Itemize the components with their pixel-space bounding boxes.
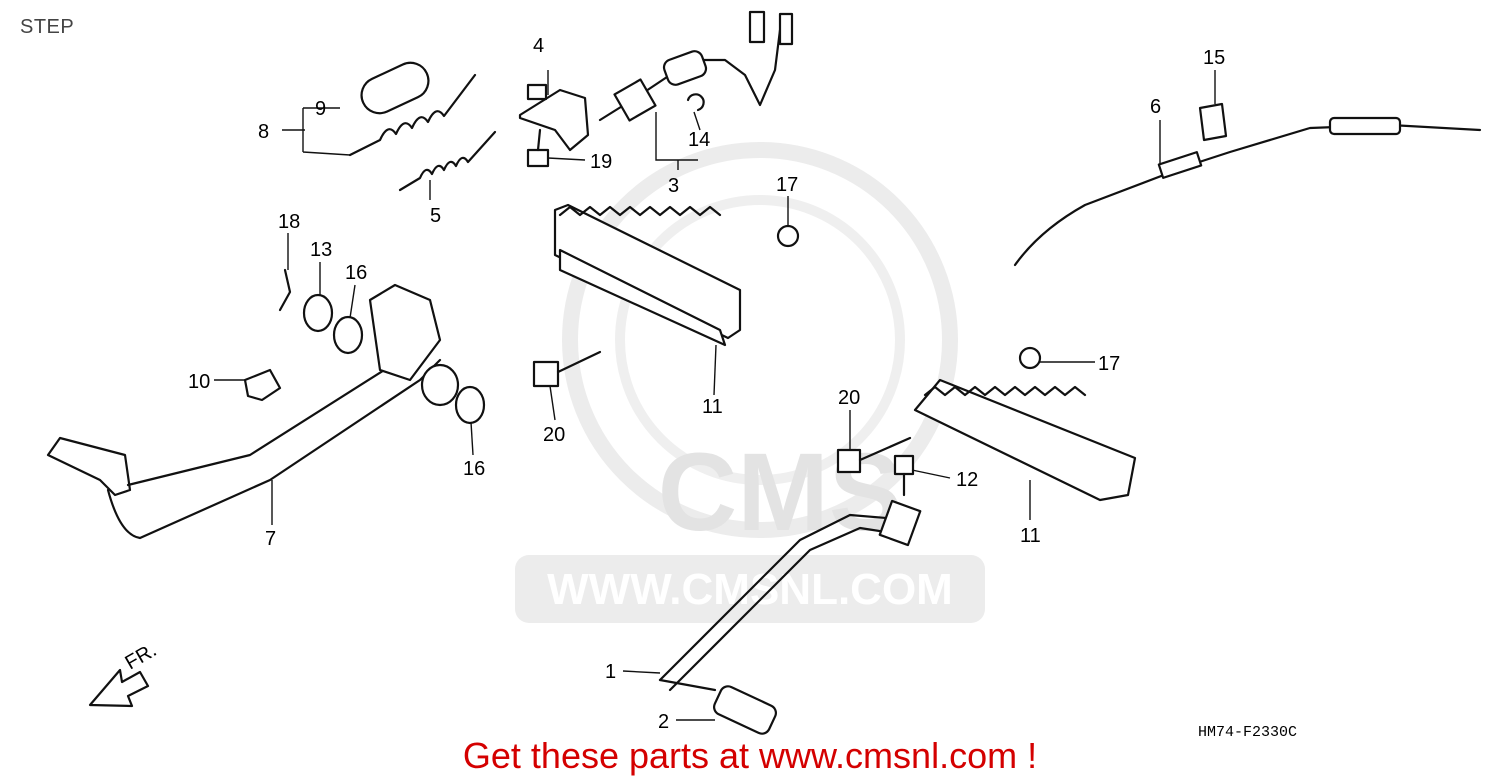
- part-20-bolt-upper: [532, 350, 602, 388]
- part-16-washer-upper: [332, 315, 364, 355]
- part-1-pedal: [658, 499, 922, 692]
- callout-15: 15: [1203, 47, 1225, 69]
- callout-14: 14: [688, 129, 710, 151]
- leader-lines: [214, 70, 1216, 721]
- callout-12: 12: [956, 469, 978, 491]
- callout-18: 18: [278, 211, 300, 233]
- part-15-clamp: [1198, 102, 1228, 142]
- watermark-logo: CMS: [658, 431, 902, 554]
- part-20-bolt-lower: [836, 436, 912, 474]
- part-18-pin: [278, 268, 292, 312]
- callout-20-upper: 20: [543, 424, 565, 446]
- part-8-spring: [348, 73, 477, 157]
- callout-4: 4: [533, 35, 544, 57]
- callout-20-lower: 20: [838, 387, 860, 409]
- callout-7: 7: [265, 528, 276, 550]
- part-3-switch: [598, 10, 794, 122]
- callout-8: 8: [258, 121, 269, 143]
- part-14-clip: [686, 93, 705, 112]
- callout-17-lower: 17: [1098, 353, 1120, 375]
- part-11-footpeg-upper: [553, 203, 742, 347]
- part-13-washer: [302, 293, 334, 333]
- callout-11-upper: 11: [702, 396, 723, 418]
- callout-16-upper: 16: [345, 262, 367, 284]
- watermark: CMS WWW.CMSNL.COM: [515, 142, 985, 623]
- part-11-footpeg-lower: [913, 378, 1137, 502]
- part-19-bolt: [526, 128, 550, 168]
- callout-10: 10: [188, 371, 210, 393]
- part-6-cable: [1013, 116, 1482, 267]
- front-arrow: FR.: [88, 639, 161, 708]
- front-arrow-label: FR.: [122, 639, 161, 674]
- callout-19: 19: [590, 151, 612, 173]
- callout-13: 13: [310, 239, 332, 261]
- part-10-nut: [243, 368, 282, 402]
- callout-1: 1: [605, 661, 616, 683]
- callout-17-upper: 17: [776, 174, 798, 196]
- part-2-rubber: [713, 685, 777, 735]
- diagram-code: HM74-F2330C: [1198, 724, 1297, 741]
- callout-11-lower: 11: [1020, 525, 1041, 547]
- part-4-bracket: [518, 83, 590, 152]
- callout-16-lower: 16: [463, 458, 485, 480]
- callout-3: 3: [668, 175, 679, 197]
- callout-2: 2: [658, 711, 669, 733]
- cta-link[interactable]: Get these parts at www.cmsnl.com !: [462, 735, 1038, 776]
- part-12-bolt: [893, 454, 915, 497]
- part-9-tube: [360, 61, 430, 115]
- page-title: STEP: [20, 16, 75, 38]
- part-17-nut-upper: [776, 224, 800, 248]
- callout-6: 6: [1150, 96, 1161, 118]
- part-16-washer-lower: [454, 385, 486, 425]
- part-5-spring: [398, 130, 497, 192]
- part-7-brake-pedal: [46, 283, 460, 540]
- callout-9: 9: [315, 98, 326, 120]
- callout-5: 5: [430, 205, 441, 227]
- part-17-nut-lower: [1018, 346, 1042, 370]
